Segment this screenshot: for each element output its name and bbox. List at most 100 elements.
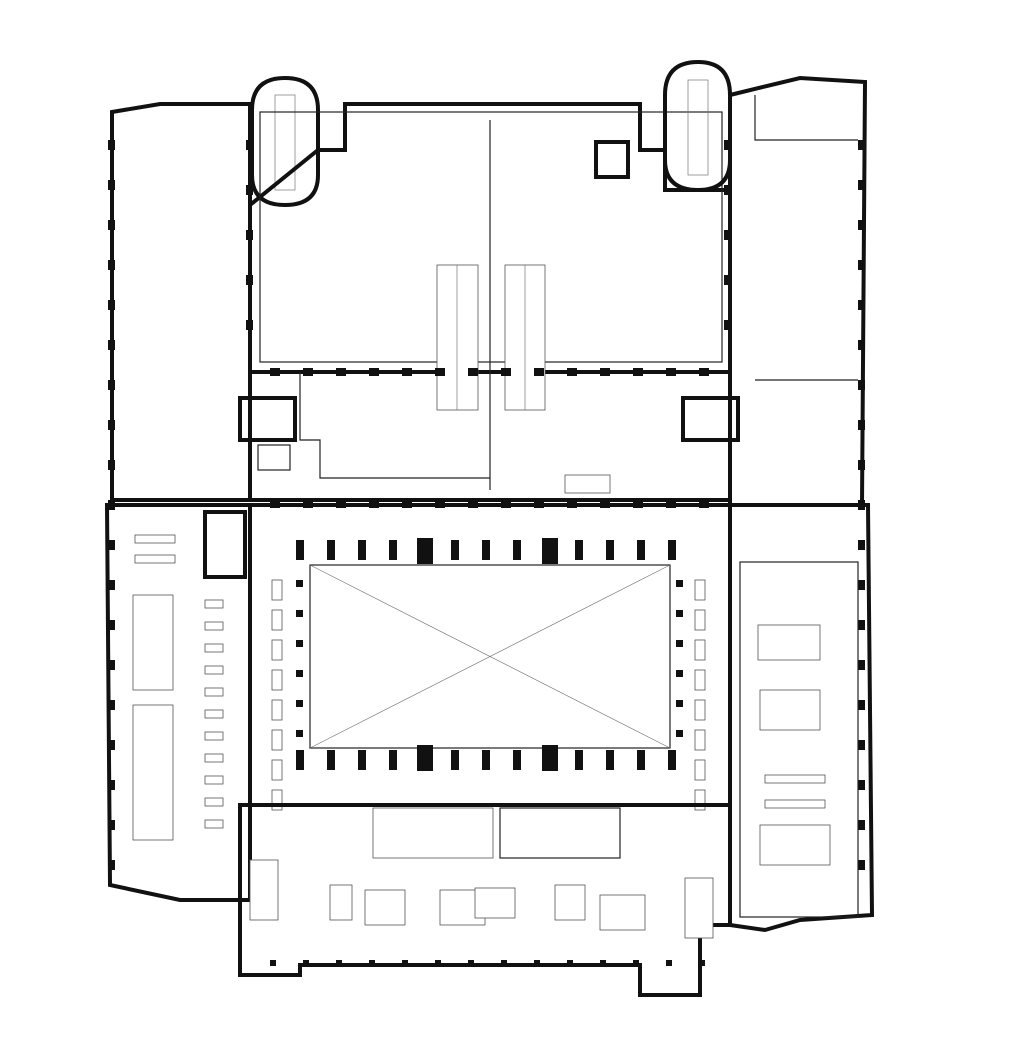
bench [694,699,706,721]
column-icon [606,750,614,770]
column-icon [451,750,459,770]
east-stair-flight [687,79,709,176]
column-icon [513,750,521,770]
column-icon [482,750,490,770]
bench [271,639,283,661]
column-icon [666,368,676,376]
bench [694,789,706,811]
column-icon [676,610,683,617]
column-icon [303,500,313,508]
column-icon [858,620,865,630]
column-icon [296,700,303,707]
northeast-room [754,95,858,141]
southwest-wing-wall [104,503,252,902]
west-core-stair [238,396,297,442]
table [204,599,224,609]
west-core-lift [257,444,291,471]
column-icon [296,670,303,677]
column-icon [108,780,115,790]
northwest-wing-wall [110,102,252,502]
seating-group [764,799,826,809]
column-icon [246,140,253,150]
column-icon [666,500,676,508]
column-icon [108,380,115,390]
toilets [499,807,621,859]
column-icon [336,368,346,376]
column-icon [676,670,683,677]
bench [271,699,283,721]
column-icon [858,860,865,870]
column-icon [303,368,313,376]
column-icon [513,540,521,560]
column-icon [108,860,115,870]
column-icon [676,730,683,737]
northeast-wing-wall [728,75,868,507]
table [204,797,224,807]
table [204,731,224,741]
column-icon [858,180,865,190]
column-icon [108,180,115,190]
atrium-void [309,564,671,749]
column-icon [858,260,865,270]
seating-group [364,889,406,926]
column-icon [270,368,280,376]
bench [271,729,283,751]
column-icon [468,368,478,376]
column-icon [296,750,304,770]
column-icon [724,320,731,330]
column-icon [246,320,253,330]
column-icon [108,740,115,750]
lift-core [594,140,630,179]
column-icon [858,220,865,230]
column-icon [676,640,683,647]
column-icon [108,820,115,830]
column-icon [270,500,280,508]
escalator-southwest-b [132,704,174,841]
column-icon [724,185,731,195]
column-icon [501,368,511,376]
column-icon [108,340,115,350]
column-icon [435,368,445,376]
column-icon [666,960,672,966]
column-icon [606,540,614,560]
column-icon [108,420,115,430]
column-icon [676,580,683,587]
table [204,621,224,631]
column-icon [600,368,610,376]
table [204,819,224,829]
column-icon [633,500,643,508]
column-icon [699,368,709,376]
column-icon [296,730,303,737]
southeast-hall [739,561,859,918]
table [204,687,224,697]
column-icon [858,340,865,350]
bench [694,729,706,751]
column-icon [567,500,577,508]
column-icon [676,700,683,707]
column-icon [402,500,412,508]
north-hall-inner [259,111,723,363]
table [204,775,224,785]
column-icon [246,230,253,240]
column-icon [724,230,731,240]
bench [271,579,283,601]
column-icon [534,500,544,508]
column-icon [637,750,645,770]
table [204,709,224,719]
seating-group [759,824,831,866]
bench [271,669,283,691]
column-icon [417,538,433,564]
east-core-stair [681,396,740,442]
column-icon [468,500,478,508]
column-icon [108,620,115,630]
column-icon [858,820,865,830]
column-icon [858,740,865,750]
column-icon [600,500,610,508]
column-icon [402,368,412,376]
seating-group [554,884,586,921]
bench [694,579,706,601]
column-icon [389,540,397,560]
escalator-left [436,264,479,411]
table [204,643,224,653]
column-icon [858,460,865,470]
